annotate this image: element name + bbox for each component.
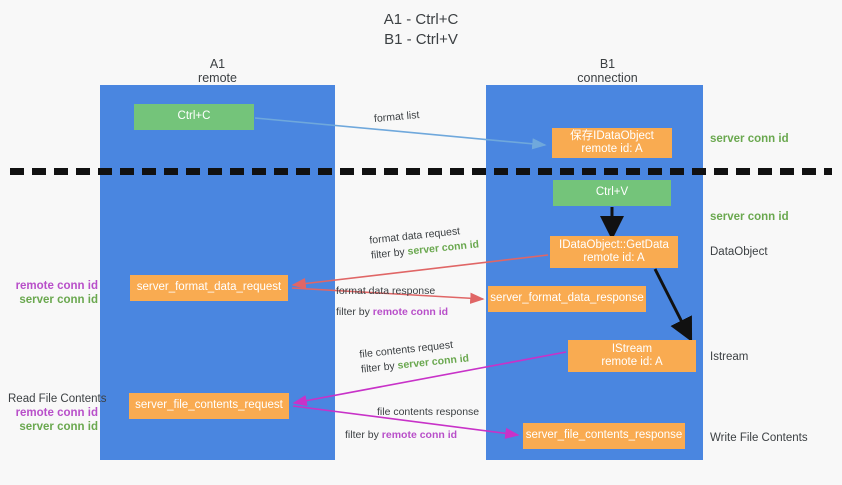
annotation-read-file-contents: Read File Contents <box>8 393 107 405</box>
title-line-1: A1 - Ctrl+C <box>383 11 459 28</box>
node-ctrl-c[interactable]: Ctrl+C <box>134 104 254 130</box>
lane-b1-subtitle: connection <box>577 71 638 85</box>
annotation-istream: Istream <box>710 351 749 363</box>
edge-label-format-list-line1: format list <box>373 109 420 125</box>
node-server-file-contents-response[interactable]: server_file_contents_response <box>523 423 685 449</box>
node-server-file-contents-request-label: server_file_contents_request <box>135 399 283 412</box>
annotation-server-conn-id-1: server conn id <box>19 294 98 306</box>
edge-label-file-contents-response-line1: file contents response <box>377 406 480 418</box>
node-ctrl-v[interactable]: Ctrl+V <box>553 180 671 206</box>
annotation-write-file-contents: Write File Contents <box>710 432 808 444</box>
node-idataobject-sublabel: remote id: A <box>581 143 643 155</box>
node-server-format-data-request[interactable]: server_format_data_request <box>130 275 288 301</box>
node-getdata-label: IDataObject::GetData <box>559 238 669 251</box>
node-getdata-sublabel: remote id: A <box>583 252 645 264</box>
filter-key: remote conn id <box>381 429 458 441</box>
lane-header-a1: A1 remote <box>130 57 305 85</box>
edge-label-format-list: format list <box>373 108 420 127</box>
edge-label-format-data-request: format data request filter by server con… <box>369 222 480 263</box>
node-idataobject[interactable]: 保存IDataObject remote id: A <box>552 128 672 158</box>
node-server-format-data-response-label: server_format_data_response <box>490 292 644 305</box>
node-idataobject-label: 保存IDataObject <box>570 129 654 142</box>
edge-label-format-data-response-line2: filter by remote conn id <box>336 305 448 320</box>
node-getdata[interactable]: IDataObject::GetData remote id: A <box>550 236 678 268</box>
lane-a1-subtitle: remote <box>198 71 237 85</box>
node-server-format-data-response[interactable]: server_format_data_response <box>488 286 646 312</box>
annotation-dataobject: DataObject <box>710 246 768 258</box>
annotation-group-format: remote conn id server conn id <box>8 279 98 307</box>
phase-divider <box>10 168 832 175</box>
filter-prefix: filter by <box>360 359 399 376</box>
node-istream-label: IStream <box>611 342 653 355</box>
annotation-server-conn-id-mid: server conn id <box>710 211 789 223</box>
title-line-2: B1 - Ctrl+V <box>384 31 458 48</box>
annotation-remote-conn-id-2: remote conn id <box>15 407 98 419</box>
filter-prefix: filter by <box>370 245 409 262</box>
node-istream[interactable]: IStream remote id: A <box>568 340 696 372</box>
node-server-file-contents-response-label: server_file_contents_response <box>525 429 683 442</box>
annotation-remote-conn-id-1: remote conn id <box>15 280 98 292</box>
lane-b1-name: B1 <box>599 57 616 71</box>
node-ctrl-c-label: Ctrl+C <box>177 110 211 123</box>
edge-label-file-contents-response: file contents response filter by remote … <box>345 405 479 443</box>
lane-header-b1: B1 connection <box>520 57 695 85</box>
edge-label-format-data-response-line1: format data response <box>336 285 436 297</box>
node-istream-sublabel: remote id: A <box>601 356 663 368</box>
diagram-title: A1 - Ctrl+C B1 - Ctrl+V <box>0 10 842 50</box>
edge-label-format-data-response: format data response filter by remote co… <box>336 284 448 320</box>
edge-label-file-contents-request: file contents request filter by server c… <box>359 336 470 377</box>
node-server-file-contents-request[interactable]: server_file_contents_request <box>129 393 289 419</box>
filter-key: remote conn id <box>372 306 449 318</box>
lane-a1-name: A1 <box>209 57 226 71</box>
annotation-group-read-file: Read File Contents remote conn id server… <box>8 392 107 434</box>
annotation-server-conn-id-2: server conn id <box>19 421 98 433</box>
node-ctrl-v-label: Ctrl+V <box>595 186 629 199</box>
filter-prefix: filter by <box>336 306 373 318</box>
filter-prefix: filter by <box>345 429 382 441</box>
node-server-format-data-request-label: server_format_data_request <box>136 281 282 294</box>
edge-label-file-contents-response-line2: filter by remote conn id <box>345 428 479 443</box>
annotation-server-conn-id-top: server conn id <box>710 133 789 145</box>
